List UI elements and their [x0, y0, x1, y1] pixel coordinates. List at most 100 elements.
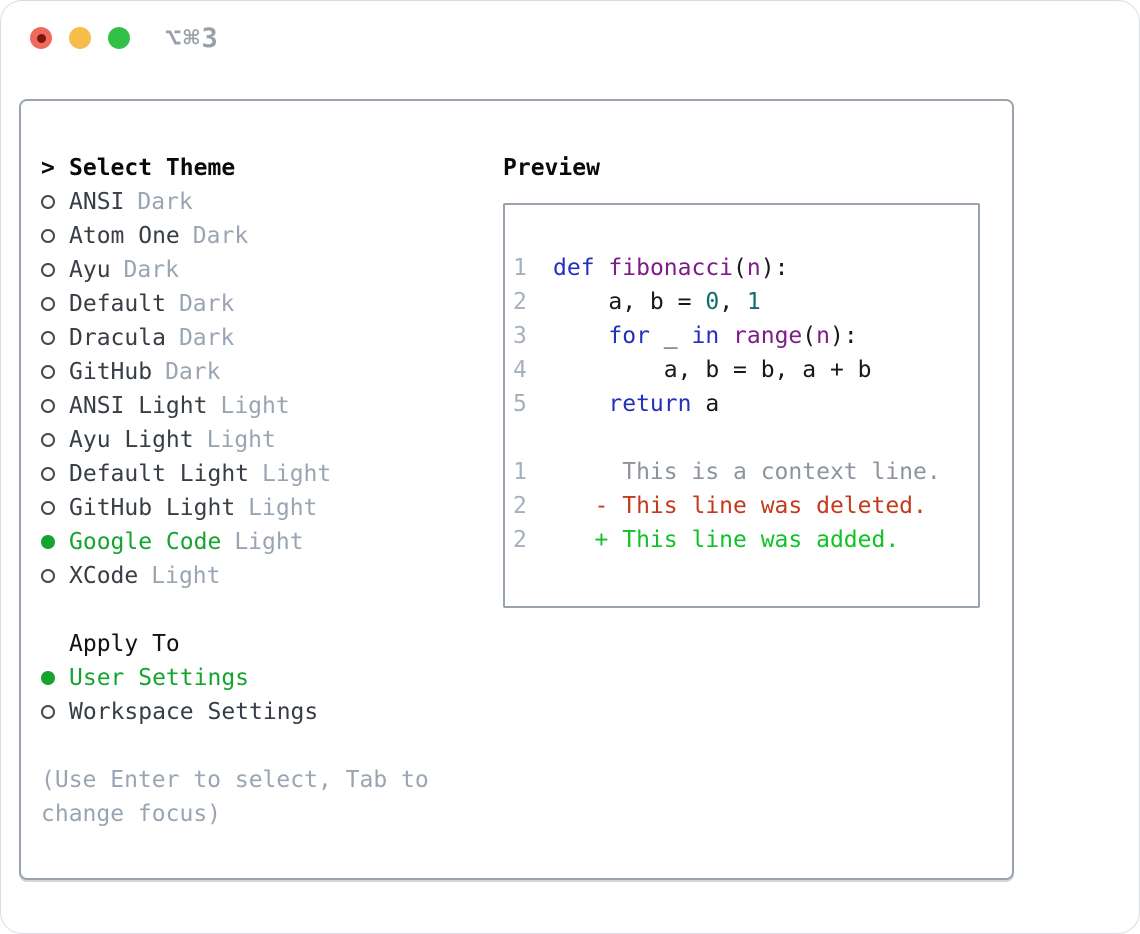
- radio-icon: [41, 263, 55, 277]
- close-dot-icon: [36, 33, 46, 43]
- option-label: Default: [69, 291, 166, 317]
- option-variant-label: Light: [262, 461, 332, 487]
- radio-icon: [41, 399, 55, 413]
- option-label: Workspace Settings: [69, 699, 319, 725]
- theme-option[interactable]: Ayu Dark: [41, 253, 486, 287]
- preview-title: Preview: [503, 155, 600, 181]
- code-line: 4 a, b = b, a + b: [513, 353, 970, 387]
- prompt-arrow-icon: >: [41, 155, 55, 181]
- theme-option[interactable]: ANSI Light Light: [41, 389, 486, 423]
- close-button[interactable]: [30, 27, 52, 49]
- option-variant-label: Light: [151, 563, 221, 589]
- option-variant-label: Light: [206, 427, 276, 453]
- option-label: GitHub: [69, 359, 153, 385]
- theme-option[interactable]: Ayu Light Light: [41, 423, 486, 457]
- apply-to-option[interactable]: Workspace Settings: [41, 695, 486, 729]
- code-line: 2 a, b = 0, 1: [513, 285, 970, 319]
- line-number: 3: [513, 323, 527, 349]
- line-number: 1: [513, 459, 527, 485]
- line-content: a, b = 0, 1: [553, 289, 761, 315]
- theme-option[interactable]: Google Code Light: [41, 525, 486, 559]
- option-variant-label: Dark: [165, 359, 221, 385]
- option-variant-label: Dark: [123, 257, 179, 283]
- option-label: Ayu: [69, 257, 111, 283]
- radio-selected-icon: [41, 671, 55, 685]
- line-content: for _ in range(n):: [608, 323, 858, 349]
- code-line: 1 def fibonacci(n):: [513, 251, 970, 285]
- theme-option[interactable]: GitHub Dark: [41, 355, 486, 389]
- apply-to-option[interactable]: User Settings: [41, 661, 486, 695]
- option-label: Dracula: [69, 325, 166, 351]
- blank-line: [513, 421, 970, 455]
- line-content: + This line was added.: [553, 527, 900, 553]
- radio-icon: [41, 433, 55, 447]
- option-label: XCode: [69, 563, 139, 589]
- radio-icon: [41, 331, 55, 345]
- option-variant-label: Dark: [137, 189, 193, 215]
- radio-icon: [41, 705, 55, 719]
- radio-icon: [41, 297, 55, 311]
- radio-icon: [41, 501, 55, 515]
- radio-selected-icon: [41, 535, 55, 549]
- radio-icon: [41, 569, 55, 583]
- line-number: 2: [513, 289, 527, 315]
- help-text: (Use Enter to select, Tab to change focu…: [41, 767, 429, 827]
- theme-option[interactable]: Dracula Dark: [41, 321, 486, 355]
- option-label: ANSI Light: [69, 393, 208, 419]
- option-variant-label: Light: [220, 393, 290, 419]
- theme-option[interactable]: Default Light Light: [41, 457, 486, 491]
- line-number: 2: [513, 493, 527, 519]
- line-number: 1: [513, 255, 527, 281]
- spacer: [41, 593, 486, 627]
- code-line: 5 return a: [513, 387, 970, 421]
- select-theme-header: > Select Theme: [41, 151, 486, 185]
- radio-icon: [41, 365, 55, 379]
- theme-option[interactable]: Atom One Dark: [41, 219, 486, 253]
- option-label: Ayu Light: [69, 427, 194, 453]
- diff-line: 1 This is a context line.: [513, 455, 970, 489]
- radio-icon: [41, 229, 55, 243]
- option-variant-label: Dark: [178, 325, 235, 351]
- line-number: 4: [513, 357, 527, 383]
- line-content: - This line was deleted.: [553, 493, 927, 519]
- apply-to-header: Apply To: [41, 627, 486, 661]
- code-line: 3 for _ in range(n):: [513, 319, 970, 353]
- option-label: Google Code: [69, 529, 222, 555]
- line-content: def fibonacci(n):: [553, 255, 789, 281]
- diff-line: 2 - This line was deleted.: [513, 489, 970, 523]
- select-theme-title: Select Theme: [69, 155, 236, 181]
- line-content: return a: [608, 391, 720, 417]
- radio-icon: [41, 195, 55, 209]
- option-variant-label: Light: [234, 529, 304, 555]
- theme-option[interactable]: GitHub Light Light: [41, 491, 486, 525]
- minimize-button[interactable]: [69, 27, 91, 49]
- line-content: This is a context line.: [553, 459, 941, 485]
- option-variant-label: Dark: [178, 291, 235, 317]
- option-variant-label: Dark: [192, 223, 249, 249]
- theme-option[interactable]: ANSI Dark: [41, 185, 486, 219]
- titlebar: ⌥⌘3: [30, 23, 220, 54]
- theme-option[interactable]: XCode Light: [41, 559, 486, 593]
- spacer: [41, 729, 486, 763]
- line-number: 2: [513, 527, 527, 553]
- theme-option[interactable]: Default Dark: [41, 287, 486, 321]
- option-variant-label: Light: [248, 495, 318, 521]
- window-shortcut-label: ⌥⌘3: [165, 22, 220, 54]
- option-label: ANSI: [69, 189, 125, 215]
- apply-to-title: Apply To: [69, 631, 180, 657]
- line-content: a, b = b, a + b: [553, 357, 872, 383]
- option-label: GitHub Light: [69, 495, 236, 521]
- radio-icon: [41, 467, 55, 481]
- line-number: 5: [513, 391, 527, 417]
- option-label: User Settings: [69, 665, 250, 691]
- option-label: Default Light: [69, 461, 250, 487]
- option-label: Atom One: [69, 223, 180, 249]
- zoom-button[interactable]: [108, 27, 130, 49]
- diff-line: 2 + This line was added.: [513, 523, 970, 557]
